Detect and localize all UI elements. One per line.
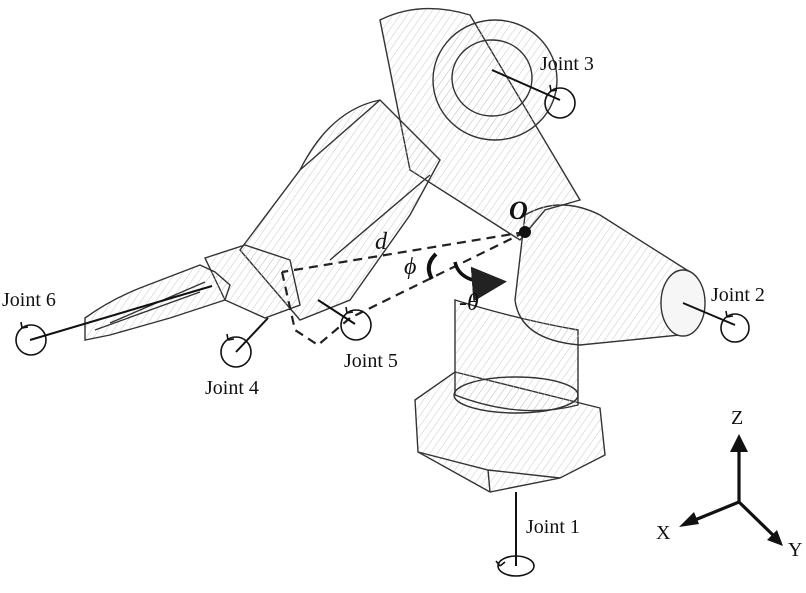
phi-label: ϕ [404,254,417,280]
y-axis-label: Y [788,539,803,561]
distance-line [281,230,526,274]
joint4-rotation-icon [220,333,252,368]
z-axis-label: Z [731,407,744,429]
rotation-symbols [15,84,750,577]
joint6-label: Joint 6 [2,289,56,311]
joint2-rotation-icon [720,310,750,343]
joint5-rotation-icon [340,306,372,341]
lower-dashed-line [349,231,526,319]
robot-body [84,7,706,493]
joint5-label: Joint 5 [344,350,398,372]
joint3-label: Joint 3 [540,53,594,75]
geometry-lines [280,230,526,347]
x-axis-label: X [656,522,671,544]
distance-label: d [375,229,387,255]
phi-arc [426,252,438,280]
robot-base-top [417,451,561,493]
coordinate-frame [679,434,783,546]
joint1-rotation-icon [495,555,535,577]
joint2-label: Joint 2 [711,284,765,306]
x-axis-arrow [689,500,740,524]
joint3-rotation-icon [544,84,576,119]
wrist-frame [280,271,351,347]
origin-point [519,226,531,238]
y-axis-arrow [737,500,777,539]
joint6-rotation-icon [15,321,47,356]
joint4-label: Joint 4 [205,377,259,399]
theta-arrow [453,261,507,302]
theta-label: -θ [459,290,479,316]
origin-label: O [509,196,528,225]
joint-axes [29,69,736,566]
joint1-label: Joint 1 [526,516,580,538]
